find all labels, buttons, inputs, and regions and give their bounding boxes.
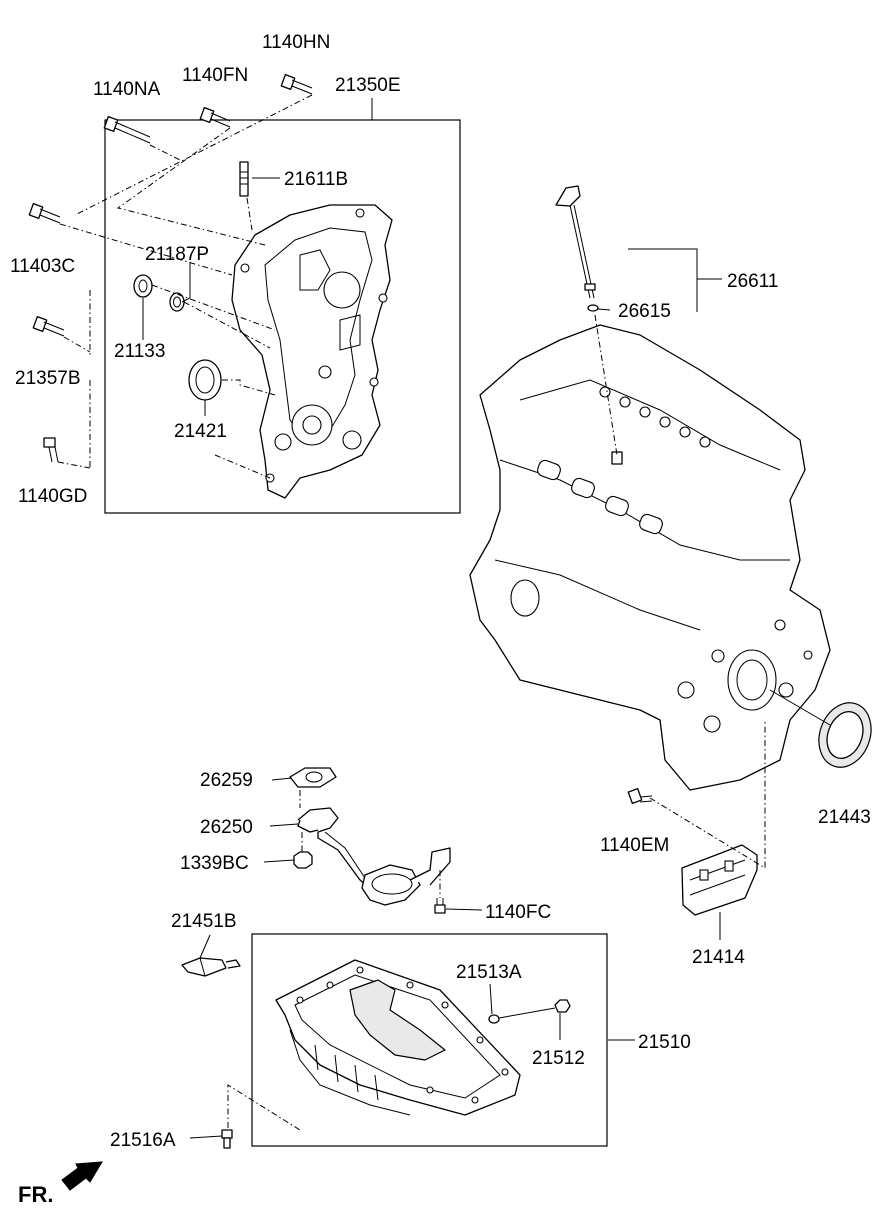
timing-chain-cover[interactable]	[231, 204, 393, 499]
nut-1339bc[interactable]	[293, 851, 313, 869]
label-21513a: 21513A	[456, 962, 522, 983]
rear-oil-seal-21443[interactable]	[810, 695, 880, 774]
label-1339bc: 1339BC	[180, 853, 249, 874]
label-21357b: 21357B	[15, 368, 81, 389]
label-1140fn: 1140FN	[182, 65, 248, 86]
strainer-leader-lines	[299, 790, 441, 898]
front-oil-seal-21421[interactable]	[188, 359, 222, 401]
label-21611b: 21611B	[284, 169, 348, 190]
label-21187p: 21187P	[145, 244, 209, 265]
timing-cover-group-box	[104, 119, 461, 514]
arrow-front-icon	[61, 1161, 103, 1191]
drain-plug-gasket-21513a[interactable]	[488, 1014, 500, 1024]
bolt-21516a[interactable]	[221, 1129, 233, 1149]
plug-21133[interactable]	[133, 274, 153, 298]
dipstick-leader	[594, 314, 618, 456]
bolt-21357b[interactable]	[32, 316, 65, 337]
oil-pan-bolt-leader	[227, 1084, 301, 1131]
rear-seal-leader	[769, 689, 831, 726]
sealant-21451b[interactable]	[181, 957, 241, 977]
label-26250: 26250	[200, 817, 253, 838]
front-direction-label: FR.	[18, 1182, 53, 1207]
stud-21611b[interactable]	[239, 161, 249, 197]
label-11403c: 11403C	[10, 256, 75, 277]
bolt-1140gd[interactable]	[43, 437, 59, 463]
bolt-1140fn[interactable]	[199, 107, 231, 128]
bolt-1140em[interactable]	[627, 788, 653, 804]
label-21510: 21510	[638, 1032, 691, 1053]
label-26259: 26259	[200, 770, 253, 791]
bolt-1140hn[interactable]	[280, 74, 313, 95]
oil-pan-group-box	[251, 933, 608, 1147]
cylinder-block[interactable]	[469, 324, 831, 791]
drain-plug-21512[interactable]	[554, 999, 571, 1013]
o-ring-26615[interactable]	[587, 304, 599, 312]
label-21350e: 21350E	[335, 75, 401, 96]
timing-cover-leader-lines	[57, 94, 313, 479]
bracket-21414[interactable]	[681, 844, 758, 916]
oil-level-gauge-26611[interactable]	[555, 185, 596, 299]
label-21516a: 21516A	[110, 1130, 176, 1151]
drain-plug-leader	[498, 1007, 556, 1019]
label-1140em: 1140EM	[600, 835, 669, 856]
label-1140na: 1140NA	[93, 79, 161, 100]
label-21512: 21512	[532, 1048, 585, 1069]
bracket-leader	[649, 720, 766, 869]
label-1140hn: 1140HN	[262, 32, 330, 53]
bolt-11403c[interactable]	[28, 203, 61, 224]
bolt-1140fc[interactable]	[434, 898, 446, 914]
gasket-26259[interactable]	[289, 767, 337, 788]
oil-strainer-26250[interactable]	[297, 807, 451, 906]
label-leader-lines	[142, 98, 722, 1139]
bolt-1140na[interactable]	[103, 116, 151, 144]
label-1140fc: 1140FC	[485, 902, 551, 923]
label-21443: 21443	[818, 807, 871, 828]
label-21421: 21421	[174, 421, 227, 442]
label-21451b: 21451B	[171, 911, 237, 932]
label-26615: 26615	[618, 301, 671, 322]
label-21133: 21133	[114, 341, 165, 362]
label-26611: 26611	[727, 271, 778, 292]
label-1140gd: 1140GD	[18, 486, 87, 507]
oil-pan-21510[interactable]	[275, 959, 521, 1116]
label-21414: 21414	[692, 947, 745, 968]
